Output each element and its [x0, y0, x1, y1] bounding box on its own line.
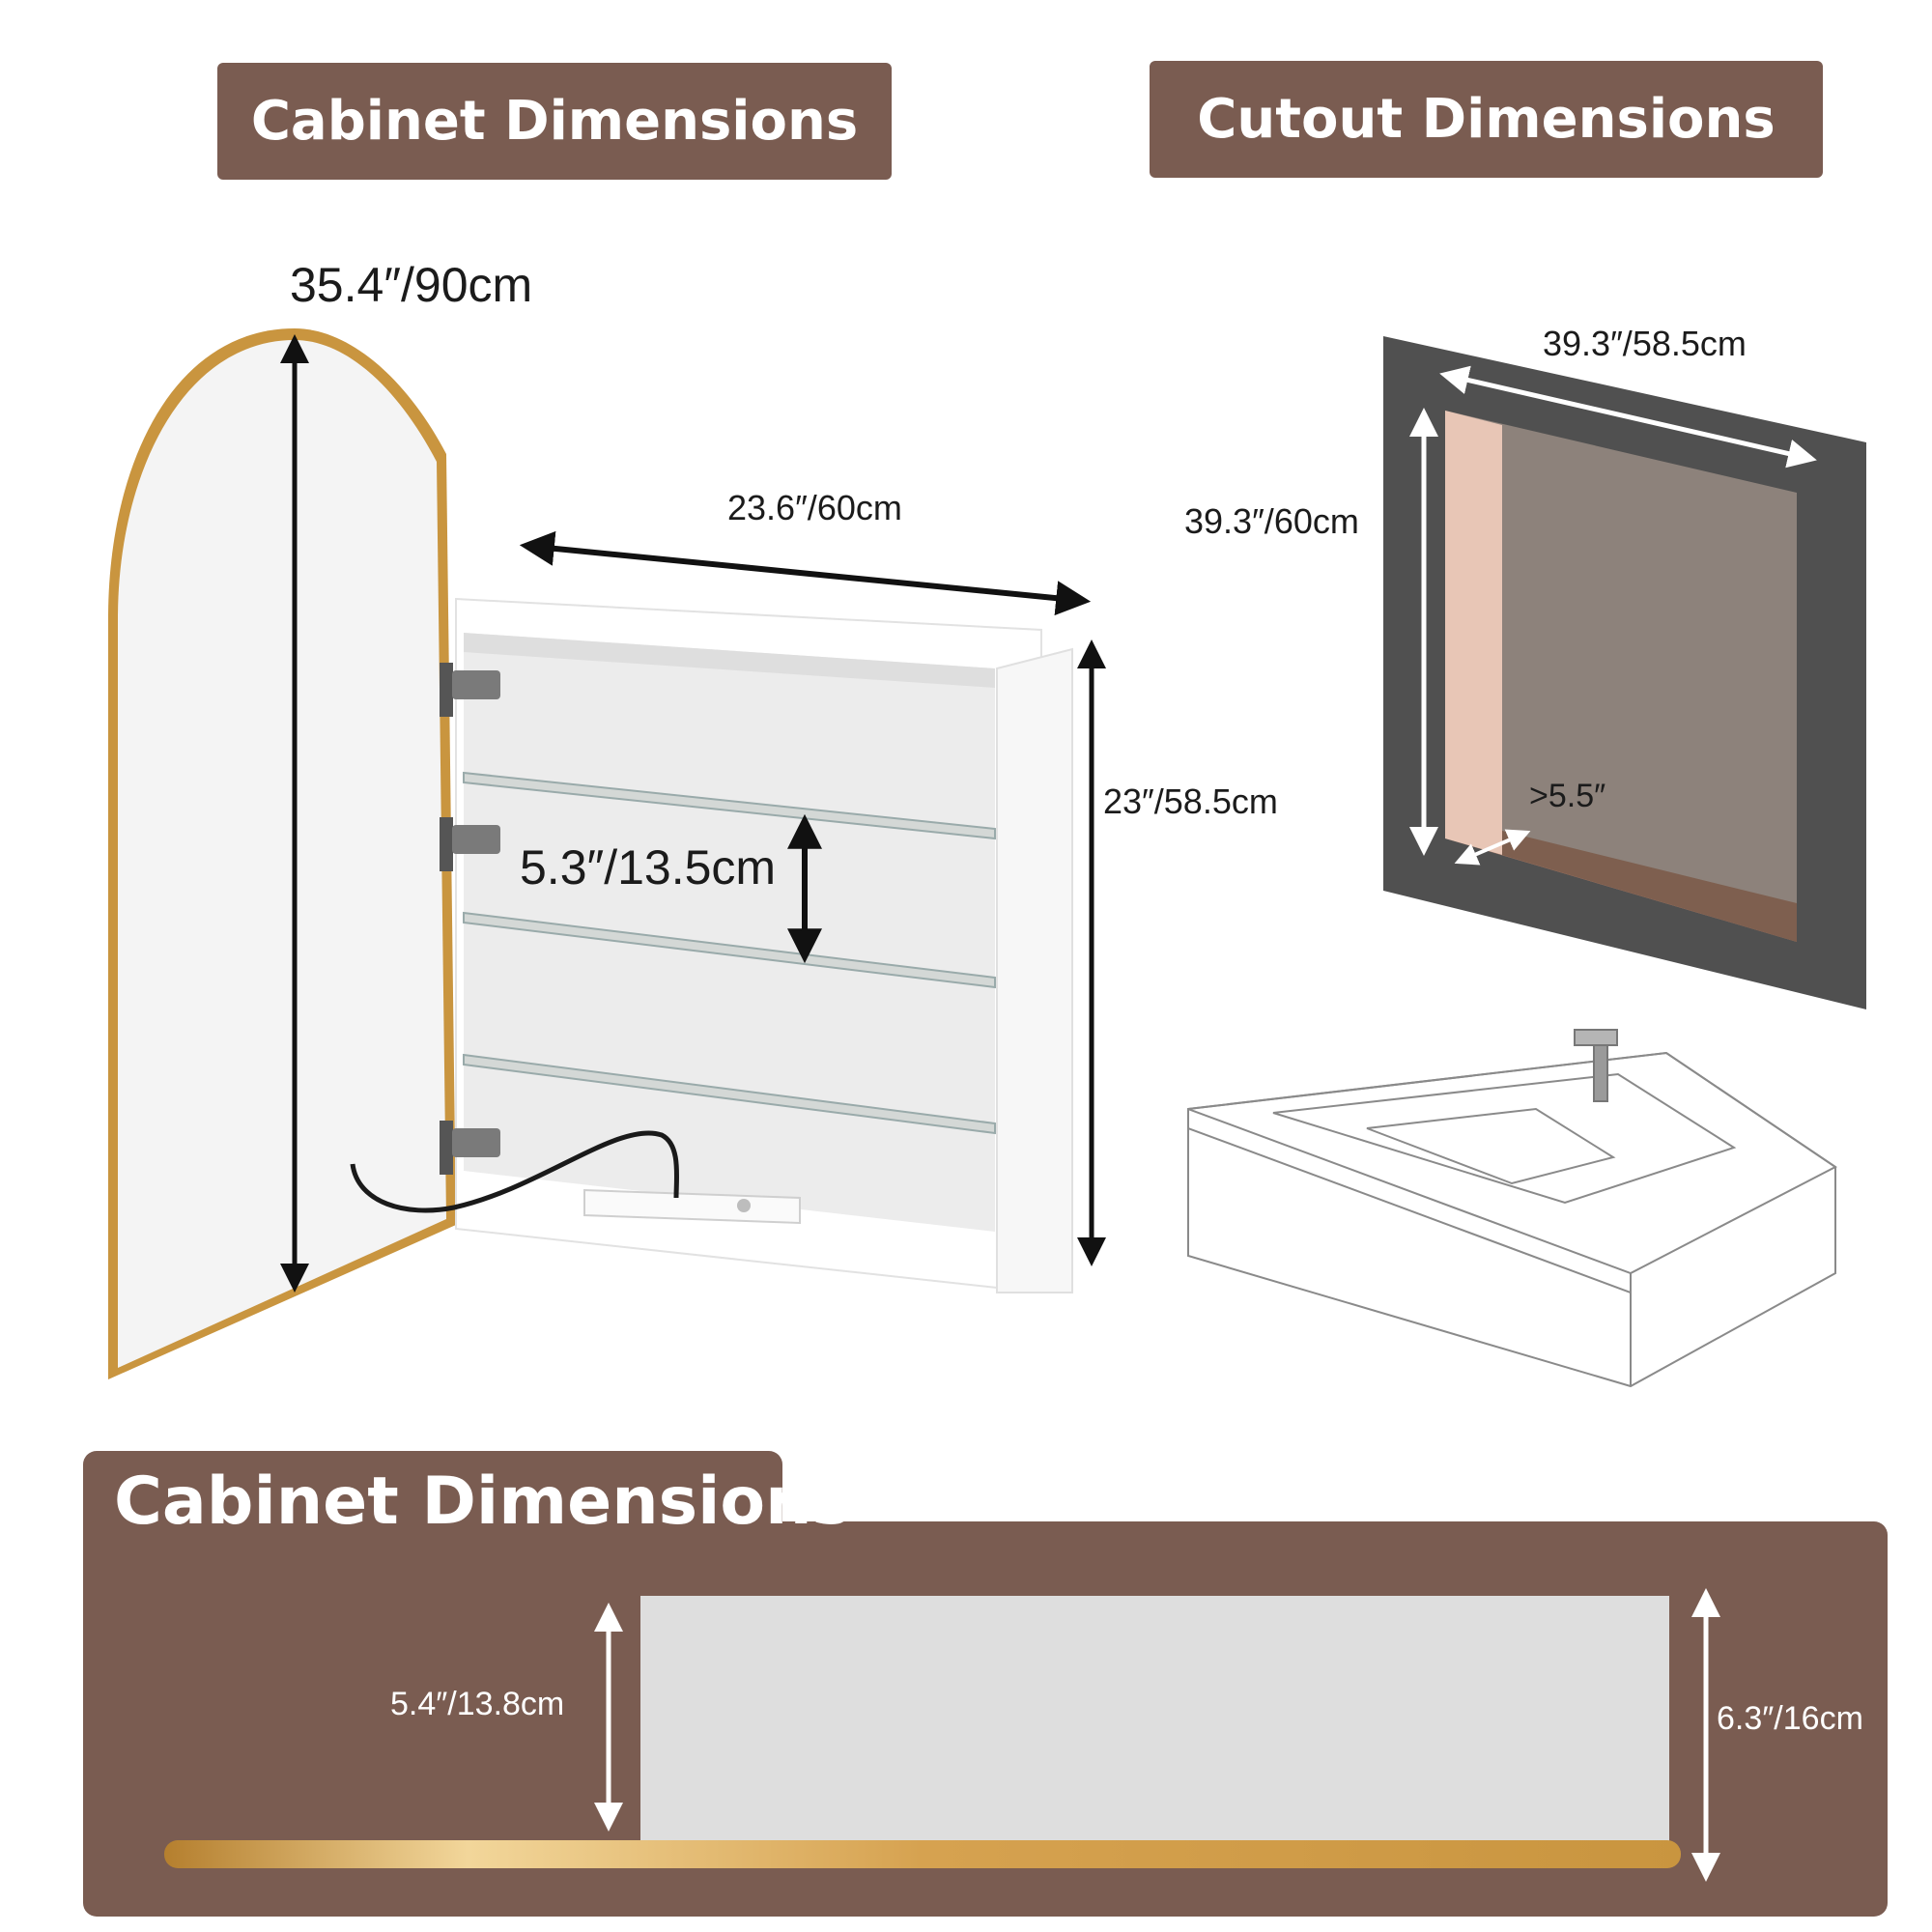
- cutout-depth-arrow: [1454, 829, 1531, 866]
- cutout-height-label: 39.3″/60cm: [1184, 501, 1359, 541]
- cabinet-width-label: 23.6″/60cm: [727, 488, 902, 527]
- hinge-icon: [440, 1121, 500, 1175]
- hinge-icon: [440, 663, 500, 717]
- side-view-cabinet: [164, 1596, 1681, 1868]
- cabinet-width-arrow: [519, 530, 1092, 616]
- cutout-width-label: 39.3″/58.5cm: [1543, 324, 1747, 363]
- cutout-depth-label: >5.5″: [1529, 778, 1605, 814]
- arched-mirror-door: [108, 328, 456, 1379]
- power-outlet-strip: [583, 1188, 801, 1225]
- cutout-dimensions-title: Cutout Dimensions: [1197, 88, 1776, 151]
- bottom-cabinet-dimensions-title: Cabinet Dimensions: [114, 1463, 852, 1540]
- shelf-spacing-label: 5.3″/13.5cm: [520, 840, 776, 895]
- cabinet-dimensions-title: Cabinet Dimensions: [250, 90, 859, 153]
- door-height-label: 35.4″/90cm: [290, 258, 532, 312]
- glass-shelf: [463, 1053, 996, 1135]
- inner-depth-label: 5.4″/13.8cm: [390, 1686, 564, 1722]
- hinge-icon: [440, 817, 500, 871]
- cabinet-box: [455, 597, 1073, 1294]
- power-cord: [350, 1130, 680, 1213]
- wall-cutout: [1383, 336, 1866, 1009]
- cabinet-height-label: 23″/58.5cm: [1103, 781, 1278, 821]
- vanity-sink-drawing: [1187, 1029, 1837, 1388]
- cutout-dimensions-banner: Cutout Dimensions: [1150, 61, 1823, 178]
- cutout-width-arrow: [1439, 365, 1817, 469]
- cabinet-dimensions-banner: Cabinet Dimensions: [217, 63, 892, 180]
- glass-shelf: [463, 771, 996, 840]
- total-depth-label: 6.3″/16cm: [1717, 1700, 1863, 1737]
